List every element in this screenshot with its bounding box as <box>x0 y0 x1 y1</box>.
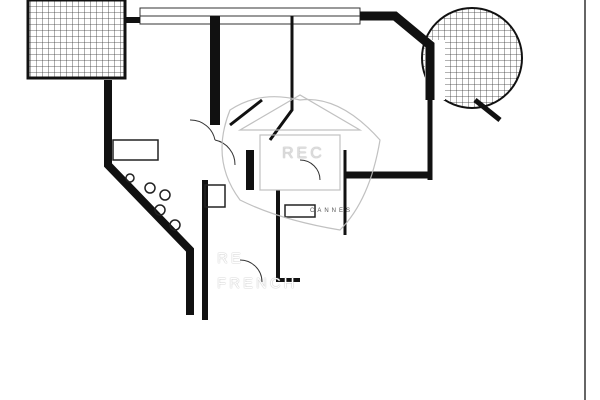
bathroom-fixtures <box>112 139 316 231</box>
watermark-brand-line1: RE <box>217 250 244 267</box>
window-strip <box>139 7 361 25</box>
watermark-logo-text: REC <box>282 145 325 162</box>
round-terrace <box>421 7 523 109</box>
doors <box>189 119 321 283</box>
walls <box>104 11 502 320</box>
balcony-left <box>26 0 127 80</box>
watermark-city: CANNES <box>310 208 354 214</box>
watermark-brand-line2: FRENCH <box>217 275 298 292</box>
watermark-logo <box>221 94 381 231</box>
